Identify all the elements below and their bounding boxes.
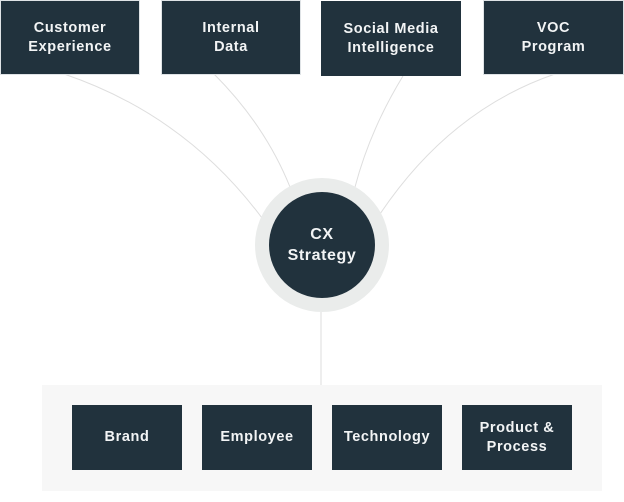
connector-internal-data (213, 73, 291, 188)
source-label: Customer Experience (28, 19, 112, 55)
pillar-product-process: Product & Process (462, 405, 572, 470)
center-label: CX Strategy (287, 226, 357, 264)
source-label: VOC Program (521, 19, 586, 55)
source-voc-program: VOC Program (483, 0, 624, 75)
pillar-label: Employee (220, 429, 294, 445)
connector-customer-experience (63, 73, 263, 219)
source-internal-data: Internal Data (161, 0, 301, 75)
pillar-brand: Brand (72, 405, 182, 470)
pillar-employee: Employee (202, 405, 312, 470)
pillar-label: Product & Process (479, 419, 555, 455)
connector-voc-program (379, 73, 556, 215)
connector-social-media-intelligence (354, 75, 404, 188)
pillar-label: Brand (104, 429, 150, 445)
source-label: Internal Data (202, 19, 260, 55)
pillar-technology: Technology (332, 405, 442, 470)
center-node: CX Strategy (269, 192, 375, 298)
pillar-label: Technology (343, 429, 431, 445)
source-social-media-intelligence: Social Media Intelligence (321, 1, 461, 76)
source-customer-experience: Customer Experience (0, 0, 140, 75)
source-label: Social Media Intelligence (343, 20, 439, 56)
